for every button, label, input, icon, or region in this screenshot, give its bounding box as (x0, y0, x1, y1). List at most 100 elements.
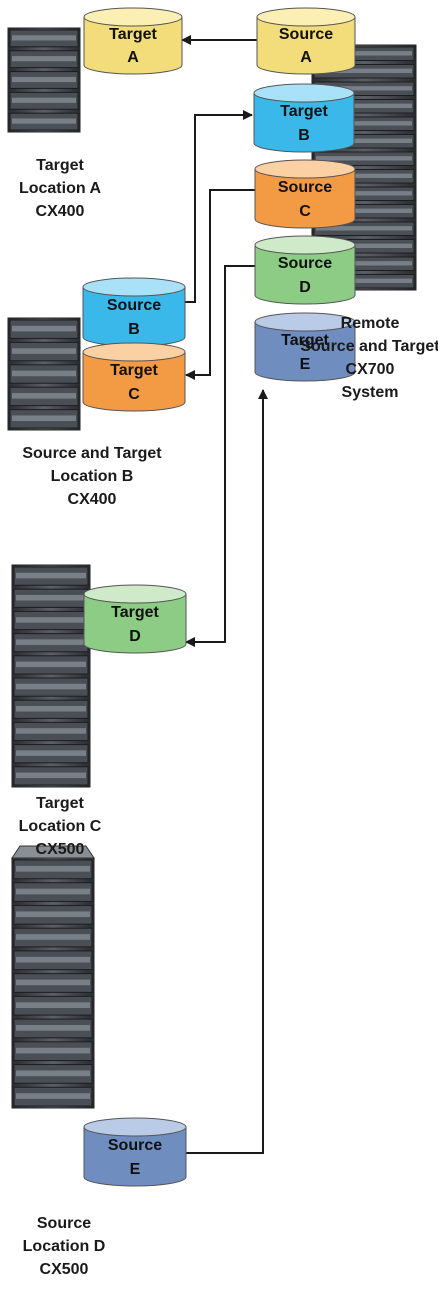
rack-bay-stripe (16, 1093, 90, 1099)
cylinder-label-letter: C (128, 386, 140, 403)
rack-bay-stripe (16, 772, 86, 779)
cylinder-label-letter: B (298, 127, 310, 144)
cylinder-top (82, 342, 186, 362)
rack-bay-stripe (316, 156, 412, 161)
cylinder-top (254, 235, 356, 255)
rack-bay-stripe (12, 97, 76, 103)
cylinder-top (83, 584, 187, 604)
rack-bay-stripe (16, 728, 86, 734)
cylinder-body (83, 593, 187, 654)
cylinder-label-role: Target (110, 362, 158, 379)
rack-bay-stripe (12, 76, 76, 83)
label-line: System (342, 384, 399, 401)
rack-bay-stripe (316, 138, 412, 143)
label-line: CX500 (36, 841, 85, 858)
rack-bay-stripe (16, 1025, 90, 1031)
rack-bay-stripe (316, 191, 412, 196)
cylinder-top (83, 1117, 187, 1137)
rack-bay-stripe (16, 956, 90, 963)
cylinder-label-role: Source (107, 297, 161, 314)
rack-bay-stripe (316, 243, 412, 248)
rack-bay-stripe (16, 594, 86, 601)
rack-bay-stripe (316, 103, 412, 108)
label-line: CX400 (36, 203, 85, 220)
label-line: CX400 (68, 491, 117, 508)
cylinder-top (83, 7, 183, 27)
rack-bay-stripe (16, 934, 90, 940)
connector-e (185, 389, 268, 1154)
cylinder-label-letter: B (128, 321, 140, 338)
cylinder-top (254, 312, 356, 332)
rack-bay-stripe (16, 750, 86, 756)
label-line: Location C (19, 818, 102, 835)
rack-bay-stripe (16, 1002, 90, 1008)
rack-bay-stripe (16, 661, 86, 668)
rack-bay-stripe (12, 415, 76, 422)
rack-location-d (11, 845, 95, 1109)
cylinder-top (256, 7, 356, 27)
rack-bay-stripe (16, 1070, 90, 1077)
cylinder-label-letter: D (129, 628, 141, 645)
rack-bay-stripe (16, 639, 86, 645)
connector-b (185, 110, 253, 303)
cylinder-top (254, 159, 356, 179)
rack-bay-stripe (16, 572, 86, 579)
rack-bay-stripe (16, 1047, 90, 1054)
rack-bay-stripe (316, 68, 412, 73)
cylinder-label-letter: C (299, 203, 311, 220)
cylinder-body (83, 16, 183, 75)
cylinder-body (253, 92, 355, 153)
rack-bay-stripe (316, 261, 412, 266)
rack-location-a (7, 27, 81, 133)
cylinder-label-letter: A (300, 49, 312, 66)
rack-bay-stripe (316, 121, 412, 126)
rack-bay-stripe (316, 173, 412, 178)
rack-bay-stripe (16, 911, 90, 918)
connectors (181, 35, 268, 1154)
label-line: Location D (23, 1238, 106, 1255)
cylinder-label-role: Source (278, 179, 332, 196)
rack-bay-stripe (16, 683, 86, 690)
label-line: Target (36, 795, 84, 812)
label-line: Source and Target (22, 445, 162, 462)
label-line: Remote (341, 315, 400, 332)
rack-bay-stripe (12, 393, 76, 399)
rack-bay-stripe (16, 888, 90, 895)
connector-d (185, 265, 255, 647)
label-line: Location A (19, 180, 102, 197)
cylinder-label-role: Target (280, 103, 328, 120)
rack-bay-stripe (316, 86, 412, 91)
rack-bay-stripe (12, 118, 76, 124)
cylinder-body (254, 321, 356, 382)
rack-bay-stripe (12, 325, 76, 332)
label-line: Source and Target (300, 338, 438, 355)
rack-bay-stripe (12, 35, 76, 41)
rack-bay-stripe (12, 370, 76, 377)
rack-bay-stripe (16, 865, 90, 872)
cylinder-label-role: Target (109, 26, 157, 43)
rack-bay-stripe (16, 617, 86, 623)
cylinder-body (254, 244, 356, 305)
rack-bay-stripe (316, 51, 412, 56)
cylinder-top (82, 277, 186, 297)
cylinder-body (256, 16, 356, 75)
cylinder-label-letter: D (299, 279, 311, 296)
rack-bay-stripe (16, 979, 90, 986)
label-line: Target (36, 157, 84, 174)
cylinder-top (253, 83, 355, 103)
rack-bay-stripe (12, 56, 76, 62)
rack-bay-stripe (12, 348, 76, 354)
cylinder-body (254, 168, 356, 229)
